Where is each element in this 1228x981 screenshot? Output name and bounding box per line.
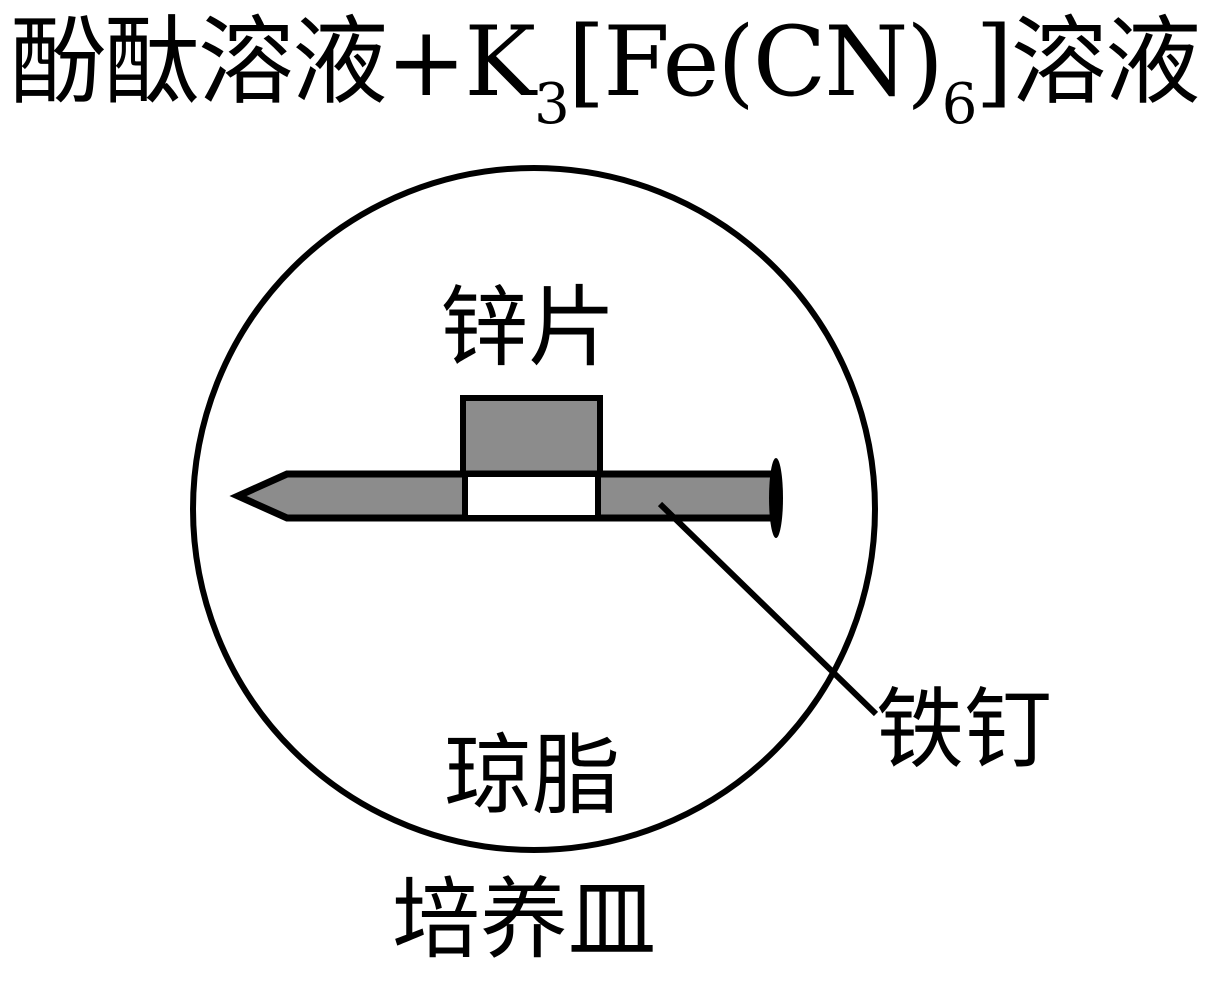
nail-leader-line [657, 501, 879, 717]
petri-dish-outline [190, 165, 878, 853]
label-petri-dish: 培养皿 [392, 868, 657, 971]
zinc-sheet [460, 395, 603, 477]
label-iron-nail: 铁钉 [876, 678, 1053, 781]
title-main: 酚酞溶液+K [10, 6, 536, 118]
title-reagent: 酚酞溶液+K3[Fe(CN)6]溶液 [10, 2, 1228, 133]
title-middle: [Fe(CN) [567, 6, 944, 118]
zinc-overlap-region [462, 471, 601, 521]
label-agar: 琼脂 [444, 724, 621, 827]
title-subscript-3: 3 [534, 72, 570, 137]
iron-nail-head [769, 458, 783, 538]
title-subscript-6: 6 [941, 72, 978, 137]
title-end: ]溶液 [975, 6, 1200, 118]
label-zinc-sheet: 锌片 [440, 276, 617, 379]
